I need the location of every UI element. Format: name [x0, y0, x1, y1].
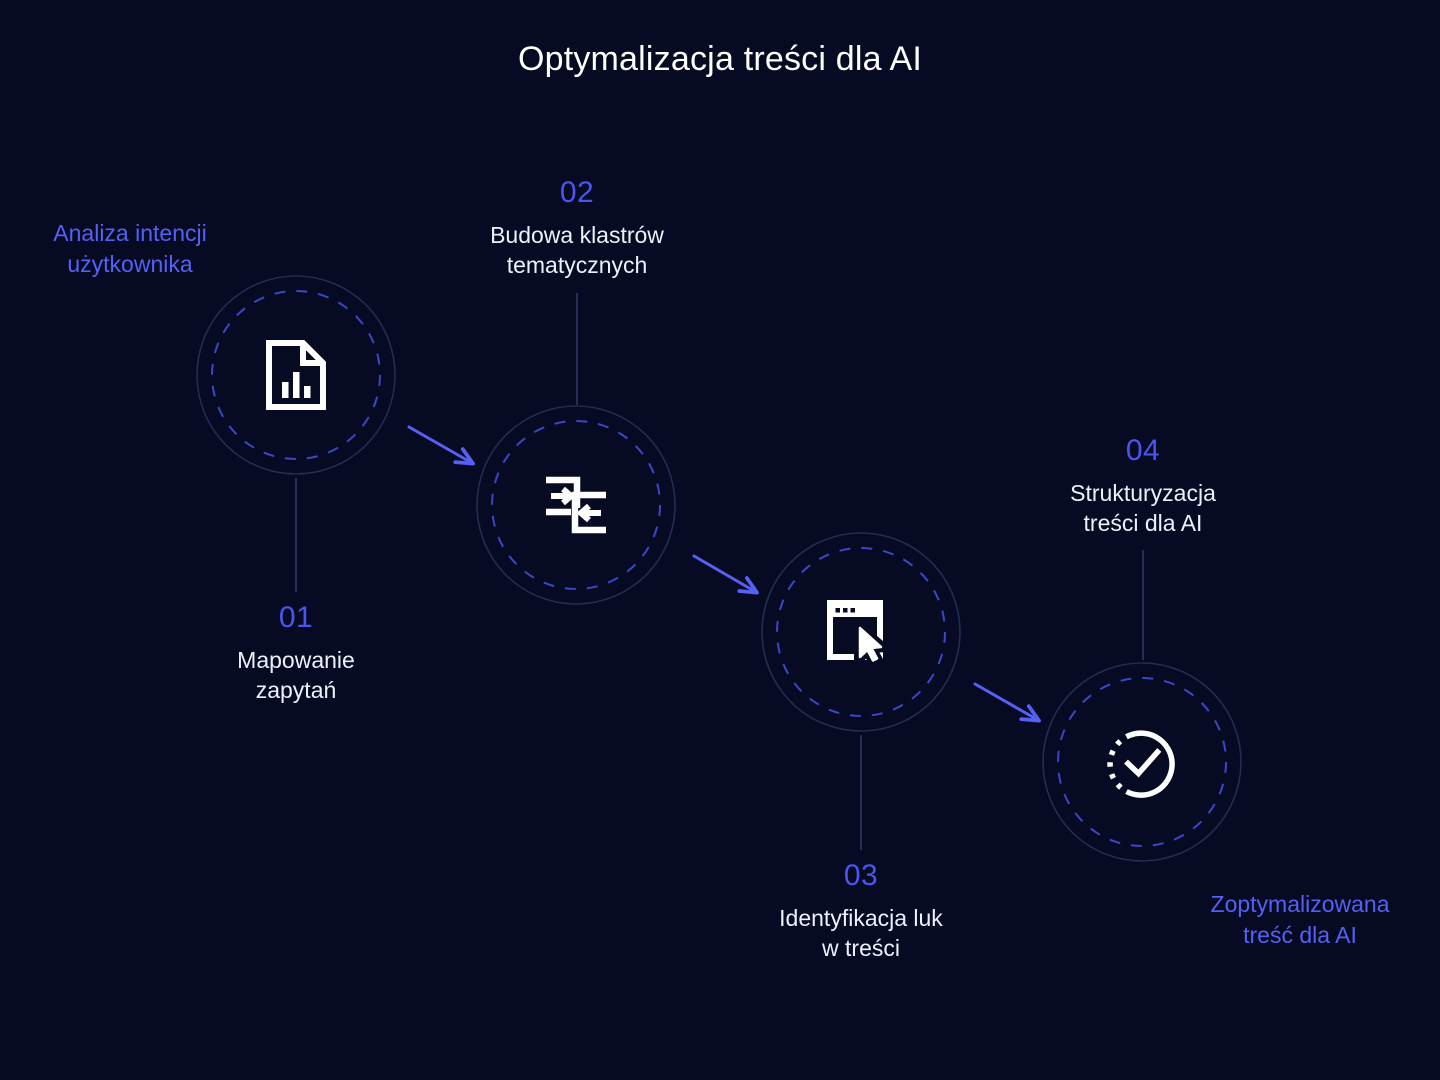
step-label-03: Identyfikacja luk w treści — [779, 905, 943, 962]
flow-arrow-3-to-4 — [973, 682, 1038, 720]
step-label-04: Strukturyzacja treści dla AI — [1070, 480, 1216, 537]
end-label: Zoptymalizowana treść dla AI — [1210, 891, 1390, 948]
node-circle-4 — [1042, 662, 1242, 862]
check-circle-icon — [1100, 720, 1184, 804]
flow-arrow-2-to-3 — [692, 554, 756, 592]
page-title: Optymalizacja treści dla AI — [517, 40, 923, 78]
step-number-03: 03 — [843, 859, 879, 892]
document-chart-icon — [254, 333, 338, 417]
node-circle-3 — [761, 532, 961, 732]
node-circle-2 — [476, 405, 676, 605]
step-number-04: 04 — [1125, 434, 1161, 467]
node-circle-1 — [196, 275, 396, 475]
step-label-02: Budowa klastrów tematycznych — [490, 222, 664, 279]
flow-arrow-1-to-2 — [407, 425, 472, 463]
step-label-01: Mapowanie zapytań — [237, 647, 355, 704]
start-label: Analiza intencji użytkownika — [53, 220, 207, 277]
step-number-01: 01 — [278, 601, 314, 634]
merge-arrows-icon — [534, 463, 618, 547]
step-number-02: 02 — [559, 176, 595, 209]
browser-cursor-icon — [819, 590, 903, 674]
